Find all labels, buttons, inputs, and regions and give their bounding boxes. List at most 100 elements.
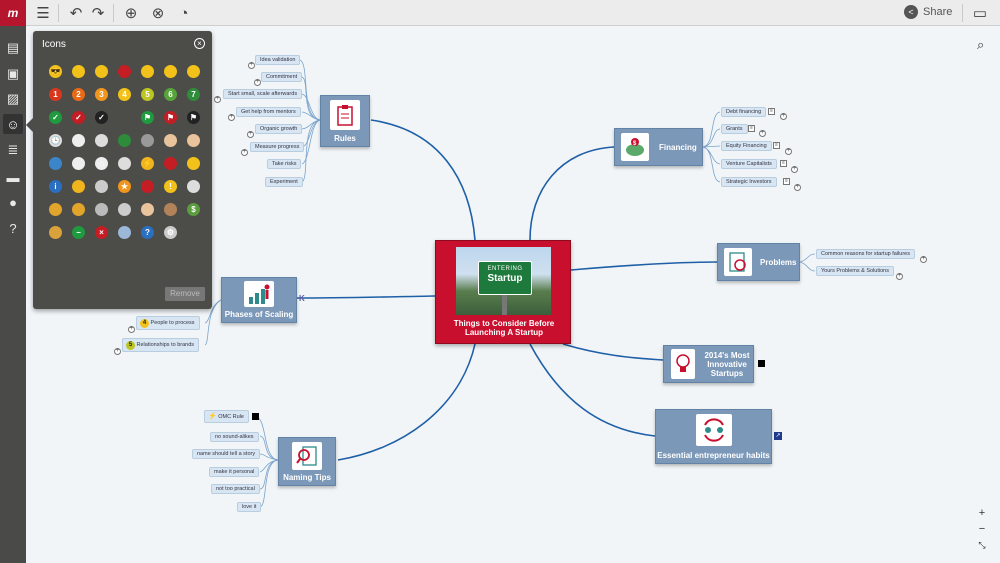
topic-phases-of-scaling[interactable]: Phases of Scaling [221, 277, 297, 323]
expand-icon[interactable]: + [785, 148, 792, 155]
icon-cell[interactable] [113, 198, 136, 221]
icon-cell[interactable]: $ [182, 198, 205, 221]
icon-cell[interactable]: ★ [113, 175, 136, 198]
expand-icon[interactable]: + [794, 184, 801, 191]
comments-icon[interactable]: ▬ [6, 169, 20, 185]
search-icon[interactable]: ⌕ [977, 37, 985, 52]
topic-innovative-startups[interactable]: 2014's Most Innovative Startups [663, 345, 754, 383]
icon-cell[interactable] [159, 198, 182, 221]
undo-icon[interactable]: ↶ [69, 5, 83, 22]
notes-icon[interactable]: ≣ [7, 142, 19, 157]
icon-cell[interactable]: × [90, 221, 113, 244]
icon-cell[interactable]: ✓ [67, 106, 90, 129]
icon-cell[interactable] [44, 221, 67, 244]
note-icon[interactable]: ≡ [768, 108, 775, 115]
icon-cell[interactable]: ! [159, 175, 182, 198]
icon-cell[interactable] [182, 152, 205, 175]
icon-cell[interactable]: 5 [136, 83, 159, 106]
icon-cell[interactable]: ⚙ [159, 221, 182, 244]
subtopic[interactable]: Measure progress [250, 142, 305, 152]
topic-naming-tips[interactable]: Naming Tips [278, 437, 336, 486]
expand-icon[interactable]: + [228, 114, 235, 121]
note-icon[interactable]: ≡ [773, 142, 780, 149]
topic-style-icon[interactable]: ▣ [6, 66, 20, 81]
icon-cell[interactable]: ⚑ [182, 106, 205, 129]
expand-icon[interactable]: + [920, 256, 927, 263]
expand-icon[interactable]: + [114, 348, 121, 355]
add-topic-icon[interactable]: ⊕ [124, 5, 138, 22]
expand-icon[interactable]: + [896, 273, 903, 280]
icon-cell[interactable] [182, 175, 205, 198]
note-icon[interactable]: ≡ [783, 178, 790, 185]
expand-icon[interactable]: + [248, 62, 255, 69]
subtopic[interactable]: Equity Financing [721, 141, 772, 151]
expand-icon[interactable]: + [780, 113, 787, 120]
expand-icon[interactable]: + [247, 131, 254, 138]
icon-cell[interactable] [90, 60, 113, 83]
idea-bulb-icon[interactable]: ● [9, 194, 17, 210]
icon-cell[interactable]: 🕒 [44, 129, 67, 152]
icon-cell[interactable]: ⌂ [90, 152, 113, 175]
style-palette-icon[interactable]: ◔ [179, 4, 189, 22]
expand-icon[interactable]: + [241, 149, 248, 156]
subtopic[interactable]: Get help from mentors [236, 107, 301, 117]
subtopic[interactable]: Start small, scale afterwards [223, 89, 303, 99]
subtopic[interactable]: Yours Problems & Solutions [816, 266, 894, 276]
note-icon[interactable]: ≡ [748, 125, 755, 132]
zoom-out-icon[interactable]: − [978, 523, 986, 535]
icon-cell[interactable]: ✓ [90, 106, 113, 129]
note-icon[interactable]: ≡ [780, 160, 787, 167]
subtopic[interactable]: Strategic Investors [721, 177, 777, 187]
subtopic[interactable]: Grants [721, 124, 748, 134]
presentation-icon[interactable]: ▭ [972, 5, 988, 22]
fit-view-icon[interactable]: ⤡ [978, 540, 986, 550]
topic-rules[interactable]: Rules [320, 95, 370, 147]
icon-cell[interactable]: ⚑ [136, 106, 159, 129]
icon-cell[interactable]: 3 [90, 83, 113, 106]
redo-icon[interactable]: ↷ [91, 5, 105, 22]
icon-cell[interactable] [67, 60, 90, 83]
subtopic[interactable]: no sound-alikes [210, 432, 259, 442]
icon-cell[interactable] [136, 175, 159, 198]
subtopic[interactable]: name should tell a story [192, 449, 261, 459]
icon-cell[interactable] [159, 60, 182, 83]
subtopic[interactable]: Idea validation [255, 55, 301, 65]
icon-cell[interactable] [136, 60, 159, 83]
subtopic[interactable]: Debt financing [721, 107, 767, 117]
icon-cell[interactable] [90, 198, 113, 221]
image-icon[interactable]: ▨ [6, 91, 20, 106]
icon-cell[interactable] [67, 175, 90, 198]
close-icon[interactable]: × [194, 38, 205, 49]
topic-problems[interactable]: Problems [717, 243, 800, 281]
icon-cell[interactable] [136, 129, 159, 152]
app-logo[interactable]: m [0, 0, 26, 26]
icon-cell[interactable]: 4 [113, 83, 136, 106]
icon-cell[interactable] [136, 198, 159, 221]
subtopic[interactable]: Venture Capitalists [721, 159, 777, 169]
icon-cell[interactable] [159, 152, 182, 175]
icon-cell[interactable]: ✓ [44, 106, 67, 129]
subtopic[interactable]: 4 People to process [136, 316, 200, 330]
icon-cell[interactable] [113, 129, 136, 152]
central-topic[interactable]: ENTERING Startup Things to Consider Befo… [435, 240, 571, 344]
topic-entrepreneur-habits[interactable]: Essential entrepreneur habits [655, 409, 772, 464]
remove-icon-button[interactable]: Remove [165, 287, 205, 301]
icon-cell[interactable]: ⚑ [159, 106, 182, 129]
icon-cell[interactable]: 2 [67, 83, 90, 106]
icon-cell[interactable] [90, 175, 113, 198]
icon-cell[interactable] [67, 129, 90, 152]
topic-financing[interactable]: $ Financing [614, 128, 703, 166]
subtopic[interactable]: Commitment [261, 72, 303, 82]
icon-cell[interactable]: 1 [44, 83, 67, 106]
icon-cell[interactable]: 7 [182, 83, 205, 106]
subtopic[interactable]: Organic growth [255, 124, 303, 134]
subtopic[interactable]: Common reasons for startup failures [816, 249, 915, 259]
subtopic[interactable]: Experiment [265, 177, 303, 187]
outline-icon[interactable]: ▤ [6, 40, 20, 55]
expand-icon[interactable]: + [214, 96, 221, 103]
expand-icon[interactable]: + [759, 130, 766, 137]
icon-cell[interactable] [90, 129, 113, 152]
subtopic[interactable]: 5 Relationships to brands [122, 338, 200, 352]
icon-cell[interactable] [113, 60, 136, 83]
expand-icon[interactable]: + [128, 326, 135, 333]
